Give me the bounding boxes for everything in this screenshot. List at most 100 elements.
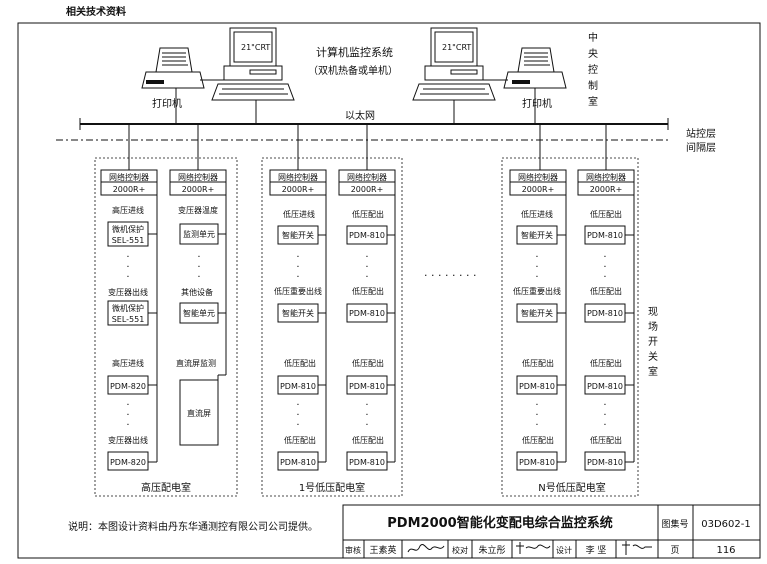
svg-text:2000R+: 2000R+ — [590, 185, 623, 194]
design-label: 设计 — [556, 545, 572, 555]
svg-text:高压进线: 高压进线 — [112, 205, 144, 215]
system-subtitle: （双机热备或单机） — [308, 64, 398, 77]
svg-text:低压配出: 低压配出 — [522, 358, 554, 368]
atlas-number: 03D602-1 — [701, 519, 750, 530]
lv-room-n-left-column: 低压进线 智能开关 · · · 低压重要出线 智能开关 低压配出 PDM-810… — [513, 195, 567, 471]
svg-text:低压重要出线: 低压重要出线 — [274, 286, 322, 296]
svg-text:PDM-810: PDM-810 — [587, 458, 623, 467]
controller-lv1-b: 网络控制器 2000R+ — [338, 169, 396, 196]
hv-room-right-column: 变压器温度 监测单元 · · · 其他设备 智能单元 直流屏监测 直流屏 — [176, 195, 227, 446]
svg-text:监测单元: 监测单元 — [183, 229, 215, 239]
svg-text:关: 关 — [648, 350, 658, 363]
printer-right-icon — [503, 47, 567, 89]
svg-text:·: · — [365, 272, 368, 283]
svg-text:·: · — [603, 262, 606, 273]
svg-text:2000R+: 2000R+ — [182, 185, 215, 194]
page-label: 页 — [670, 545, 679, 556]
lv-room-1-name: 1号低压配电室 — [299, 481, 365, 494]
svg-text:·: · — [603, 420, 606, 431]
svg-text:低压配出: 低压配出 — [284, 435, 316, 445]
svg-text:智能单元: 智能单元 — [183, 308, 215, 318]
header-label: 相关技术资料 — [66, 5, 126, 18]
hv-room-left-column: 高压进线 微机保护 SEL-551 · · · 变压器出线 微机保护 SEL-5… — [107, 195, 158, 471]
controller-hv-b: 网络控制器 2000R+ — [169, 169, 227, 196]
ethernet-label: 以太网 — [345, 109, 375, 122]
title-block: PDM2000智能化变配电综合监控系统 图集号 03D602-1 页 116 审… — [342, 504, 761, 559]
svg-text:变压器出线: 变压器出线 — [108, 287, 148, 297]
svg-text:·: · — [365, 262, 368, 273]
svg-text:·: · — [603, 410, 606, 421]
svg-text:低压进线: 低压进线 — [521, 209, 553, 219]
svg-text:变压器温度: 变压器温度 — [178, 205, 218, 215]
svg-text:PDM-810: PDM-810 — [587, 231, 623, 240]
central-control-room-label: 中 央 控 制 室 — [588, 31, 598, 108]
svg-text:中: 中 — [588, 31, 598, 44]
svg-text:SEL-551: SEL-551 — [112, 236, 145, 245]
svg-text:直流屏: 直流屏 — [187, 408, 211, 418]
svg-text:PDM-810: PDM-810 — [587, 309, 623, 318]
rooms-ellipsis: · · · · · · · · — [424, 269, 476, 282]
svg-text:直流屏监测: 直流屏监测 — [176, 358, 216, 368]
svg-text:·: · — [296, 400, 299, 411]
svg-text:·: · — [126, 410, 129, 421]
svg-text:微机保护: 微机保护 — [112, 224, 144, 234]
svg-text:高压进线: 高压进线 — [112, 358, 144, 368]
svg-text:低压配出: 低压配出 — [590, 286, 622, 296]
svg-text:场: 场 — [648, 320, 658, 333]
switch-room-label: 现 场 开 关 室 — [648, 306, 658, 378]
svg-text:·: · — [365, 410, 368, 421]
svg-text:室: 室 — [648, 365, 658, 378]
crt-right-label: 21"CRT — [442, 43, 471, 52]
svg-text:PDM-810: PDM-810 — [349, 458, 385, 467]
svg-text:·: · — [535, 400, 538, 411]
svg-text:控: 控 — [588, 63, 598, 76]
svg-text:·: · — [535, 252, 538, 263]
checker-signature — [516, 542, 551, 554]
controller-lv1-a: 网络控制器 2000R+ — [269, 169, 327, 196]
svg-text:其他设备: 其他设备 — [181, 287, 213, 297]
review-label: 审核 — [345, 545, 361, 555]
designer-signature — [622, 541, 652, 555]
lv-room-n-name: N号低压配电室 — [538, 481, 605, 494]
svg-text:·: · — [296, 262, 299, 273]
checker-name: 朱立彤 — [478, 544, 505, 556]
svg-text:2000R+: 2000R+ — [282, 185, 315, 194]
drawing-title: PDM2000智能化变配电综合监控系统 — [387, 515, 612, 531]
svg-text:·: · — [197, 272, 200, 283]
designer-name: 李 坚 — [586, 544, 607, 556]
svg-text:PDM-810: PDM-810 — [519, 382, 555, 391]
printer-left-label: 打印机 — [152, 97, 182, 110]
svg-text:·: · — [197, 252, 200, 263]
svg-text:·: · — [535, 420, 538, 431]
svg-text:低压配出: 低压配出 — [284, 358, 316, 368]
svg-text:网络控制器: 网络控制器 — [278, 172, 318, 182]
lv-room-1-right-column: 低压配出 PDM-810 · · · 低压配出 PDM-810 低压配出 PDM… — [346, 195, 396, 471]
design-note: 说明：本图设计资料由丹东华通测控有限公司公司提供。 — [68, 520, 318, 533]
computer-left-icon — [211, 27, 295, 101]
controller-lvn-a: 网络控制器 2000R+ — [509, 169, 567, 196]
svg-text:低压配出: 低压配出 — [590, 358, 622, 368]
svg-text:微机保护: 微机保护 — [112, 303, 144, 313]
printer-right-label: 打印机 — [522, 97, 552, 110]
svg-text:2000R+: 2000R+ — [351, 185, 384, 194]
svg-text:PDM-810: PDM-810 — [280, 382, 316, 391]
lv-room-1-left-column: 低压进线 智能开关 · · · 低压重要出线 智能开关 低压配出 PDM-810… — [274, 195, 327, 471]
svg-text:SEL-551: SEL-551 — [112, 315, 145, 324]
svg-text:PDM-810: PDM-810 — [349, 309, 385, 318]
svg-text:制: 制 — [588, 79, 598, 92]
svg-text:低压配出: 低压配出 — [590, 209, 622, 219]
svg-text:低压配出: 低压配出 — [352, 286, 384, 296]
controller-hv-a: 网络控制器 2000R+ — [100, 169, 158, 196]
svg-text:智能开关: 智能开关 — [282, 308, 314, 318]
svg-text:低压配出: 低压配出 — [352, 435, 384, 445]
svg-text:·: · — [603, 252, 606, 263]
svg-text:网络控制器: 网络控制器 — [178, 172, 218, 182]
svg-text:PDM-810: PDM-810 — [349, 382, 385, 391]
svg-text:低压配出: 低压配出 — [352, 358, 384, 368]
svg-text:网络控制器: 网络控制器 — [518, 172, 558, 182]
svg-text:2000R+: 2000R+ — [522, 185, 555, 194]
svg-text:智能开关: 智能开关 — [282, 230, 314, 240]
svg-text:网络控制器: 网络控制器 — [109, 172, 149, 182]
svg-text:央: 央 — [588, 47, 598, 60]
printer-left-icon — [141, 47, 205, 89]
